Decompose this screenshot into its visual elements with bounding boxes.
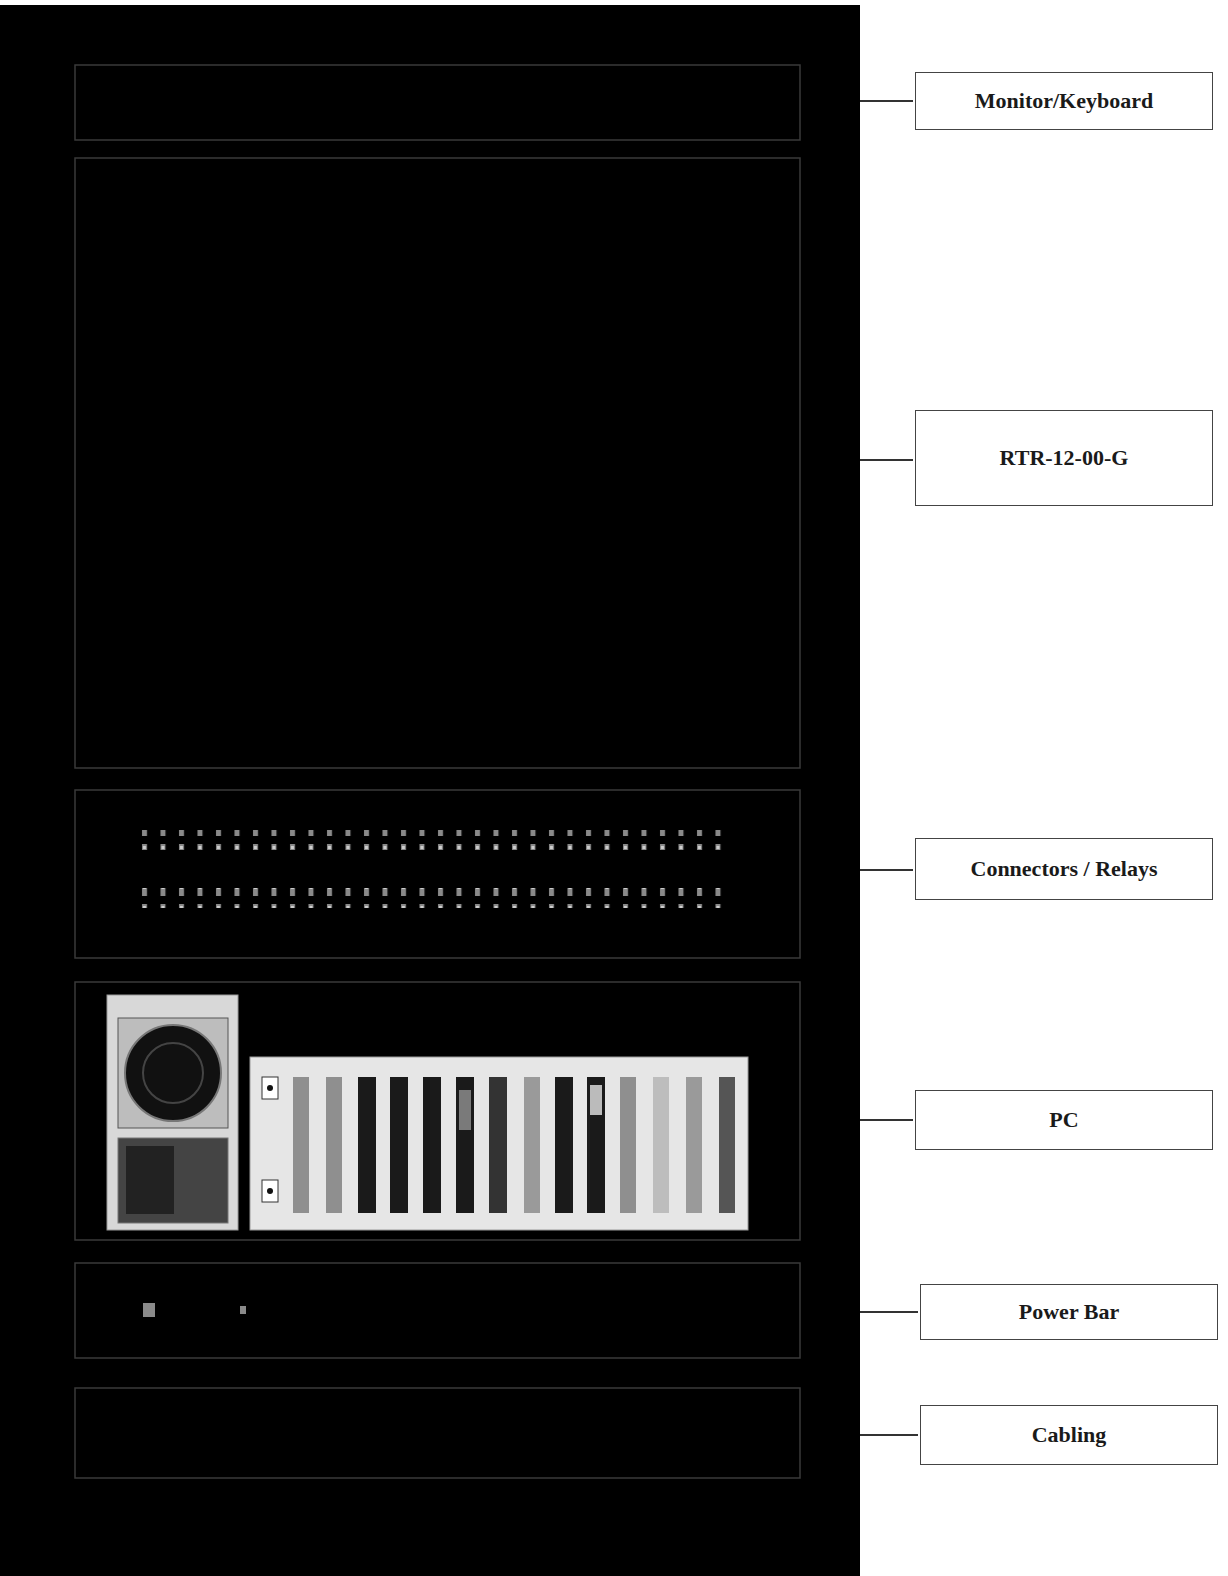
label-box: RTR-12-00-G [915,410,1213,506]
connector-row [140,830,732,850]
label-text: Connectors / Relays [971,856,1158,882]
connector-row [140,888,732,908]
leader-lines [860,101,918,1435]
pc-card-cage [250,1057,748,1230]
label-text: Power Bar [1019,1299,1119,1325]
label-box: Monitor/Keyboard [915,72,1213,130]
pc-fan-unit [107,995,238,1230]
label-text: Monitor/Keyboard [975,88,1153,114]
label-box: Connectors / Relays [915,838,1213,900]
rack-cabinet [0,5,860,1576]
label-box: Cabling [920,1405,1218,1465]
label-box: PC [915,1090,1213,1150]
rack-panels [75,65,800,1478]
label-text: RTR-12-00-G [1000,445,1129,471]
label-text: Cabling [1032,1422,1107,1448]
label-text: PC [1049,1107,1078,1133]
power-bar-outlets [143,1303,246,1317]
label-box: Power Bar [920,1284,1218,1340]
